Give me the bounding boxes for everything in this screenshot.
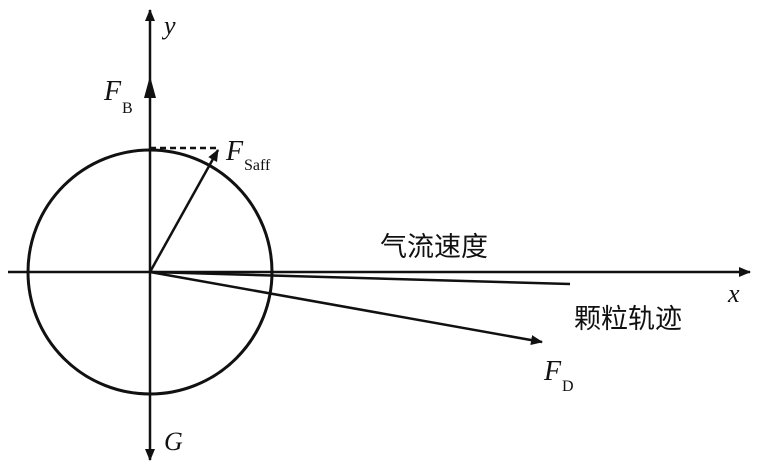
drag-force-arrow bbox=[149, 270, 543, 345]
drag-label: F bbox=[543, 356, 562, 387]
y-axis-label: y bbox=[161, 11, 176, 40]
particle-trajectory-label: 颗粒轨迹 bbox=[574, 304, 682, 335]
saffman-subscript: Saff bbox=[244, 157, 271, 174]
drag-subscript: D bbox=[562, 378, 574, 395]
particle-trajectory-line bbox=[149, 270, 571, 286]
buoyancy-label: F bbox=[103, 76, 122, 107]
x-axis-label: x bbox=[727, 279, 740, 308]
buoyancy-arrowhead bbox=[144, 76, 156, 98]
gravity-label: G bbox=[164, 427, 183, 456]
airflow-velocity-label: 气流速度 bbox=[380, 232, 488, 263]
saffman-label: F bbox=[225, 136, 244, 167]
saffman-force-arrow bbox=[148, 149, 220, 273]
buoyancy-subscript: B bbox=[122, 100, 133, 117]
